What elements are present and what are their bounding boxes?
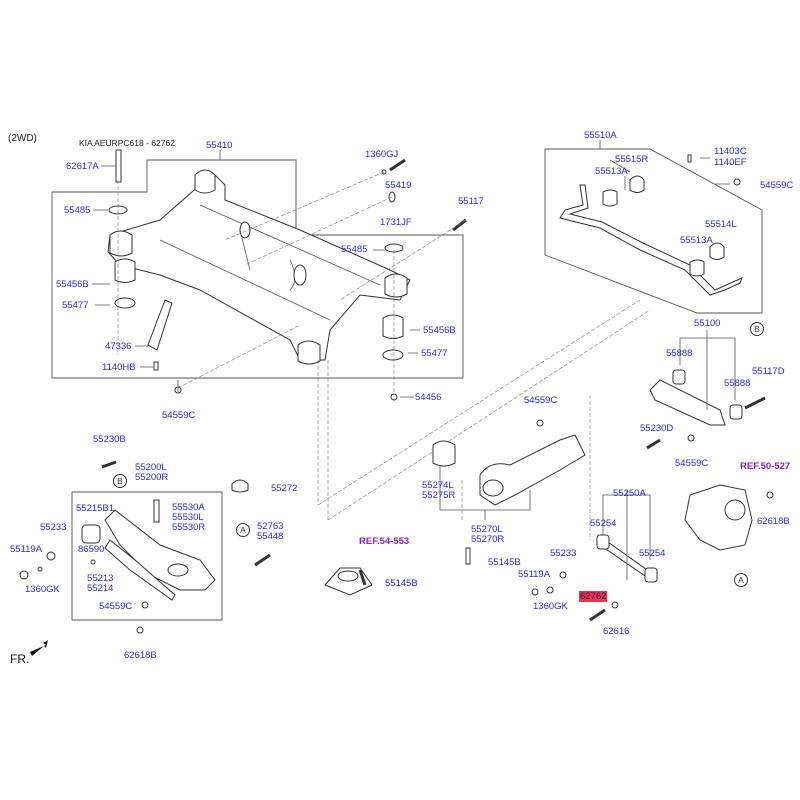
part-label-1360GK[interactable]: 1360GK	[25, 584, 60, 595]
part-label-55230D[interactable]: 55230D	[640, 423, 674, 434]
part-label-55456B[interactable]: 55456B	[56, 279, 89, 290]
part-label-55117D[interactable]: 55117D	[752, 366, 785, 377]
part-label-55274L[interactable]: 55274L	[422, 480, 454, 491]
front-direction-label: FR.	[10, 652, 30, 666]
part-label-55448[interactable]: 55448	[257, 531, 284, 542]
part-label-55513A[interactable]: 55513A	[595, 166, 628, 177]
part-label-55477[interactable]: 55477	[421, 348, 448, 359]
part-label-55230B[interactable]: 55230B	[93, 434, 126, 445]
highlighted-part-label-62762[interactable]: 62762	[579, 591, 608, 602]
part-label-55888[interactable]: 55888	[724, 378, 751, 389]
part-label-55214[interactable]: 55214	[87, 583, 114, 594]
part-label-54559C[interactable]: 54559C	[524, 395, 558, 406]
part-label-55250A[interactable]: 55250A	[613, 488, 646, 499]
ref-label-50-527[interactable]: REF.50-527	[740, 461, 791, 472]
part-label-55215B1[interactable]: 55215B1	[76, 503, 115, 514]
knuckle-ref	[684, 484, 774, 551]
part-label-55485[interactable]: 55485	[64, 205, 91, 216]
part-label-1731JF[interactable]: 1731JF	[380, 217, 412, 228]
part-label-1360GJ[interactable]: 1360GJ	[365, 149, 399, 160]
marker-a: A	[236, 523, 250, 537]
part-label-55213[interactable]: 55213	[87, 573, 114, 584]
variant-label: (2WD)	[8, 133, 37, 144]
part-label-55888[interactable]: 55888	[666, 348, 693, 359]
part-label-86590[interactable]: 86590	[78, 544, 105, 555]
part-label-1360GK[interactable]: 1360GK	[533, 601, 568, 612]
marker-b: B	[113, 474, 127, 488]
upper-control-arm	[646, 330, 766, 450]
part-label-55145B[interactable]: 55145B	[385, 578, 418, 589]
part-label-55272[interactable]: 55272	[271, 483, 298, 494]
part-label-62617A[interactable]: 62617A	[66, 161, 99, 172]
part-label-55419[interactable]: 55419	[385, 180, 412, 191]
marker-b: B	[750, 322, 764, 336]
part-label-55456B[interactable]: 55456B	[423, 325, 456, 336]
part-label-47336[interactable]: 47336	[105, 341, 132, 352]
part-label-55119A[interactable]: 55119A	[518, 569, 551, 580]
stabilizer-bar	[559, 154, 743, 296]
part-label-55270L[interactable]: 55270L	[471, 524, 503, 535]
part-label-1140EF[interactable]: 1140EF	[714, 157, 747, 168]
lower-link	[531, 490, 658, 622]
front-direction-arrow	[30, 640, 48, 656]
part-label-55485[interactable]: 55485	[341, 244, 368, 255]
part-label-55233[interactable]: 55233	[40, 522, 67, 533]
part-label-1140HB[interactable]: 1140HB	[102, 362, 136, 373]
subframe-fasteners	[108, 149, 467, 401]
part-label-55117[interactable]: 55117	[458, 196, 484, 207]
trailing-arm	[432, 419, 586, 565]
ref-label-54-553[interactable]: REF.54-553	[359, 536, 410, 547]
part-label-54559C[interactable]: 54559C	[99, 601, 133, 612]
crossmember-subframe	[107, 169, 411, 365]
part-label-55254[interactable]: 55254	[639, 548, 666, 559]
header-note: KIA AEURPC618 - 62762	[79, 138, 175, 148]
part-label-55100[interactable]: 55100	[694, 318, 721, 329]
part-label-55510A[interactable]: 55510A	[584, 130, 617, 141]
lower-control-arm	[19, 460, 271, 634]
part-label-55254[interactable]: 55254	[590, 518, 617, 529]
part-label-55530R[interactable]: 55530R	[172, 522, 206, 533]
part-label-52763[interactable]: 52763	[257, 521, 284, 532]
part-label-55270R[interactable]: 55270R	[471, 534, 505, 545]
part-label-55200R[interactable]: 55200R	[135, 472, 169, 483]
stabilizer-group-box	[544, 148, 763, 314]
bushing-ref	[324, 567, 373, 596]
part-label-55513A[interactable]: 55513A	[680, 235, 713, 246]
part-label-54559C[interactable]: 54559C	[760, 180, 794, 191]
part-label-55145B[interactable]: 55145B	[488, 557, 521, 568]
part-label-62618B[interactable]: 62618B	[757, 516, 790, 527]
part-label-55200L[interactable]: 55200L	[135, 462, 167, 473]
part-label-55515R[interactable]: 55515R	[615, 154, 649, 165]
part-label-54559C[interactable]: 54559C	[162, 410, 196, 421]
part-label-62618B[interactable]: 62618B	[124, 650, 157, 661]
part-label-54559C[interactable]: 54559C	[675, 458, 709, 469]
marker-a: A	[734, 573, 748, 587]
part-label-62616[interactable]: 62616	[603, 626, 630, 637]
part-label-55514L[interactable]: 55514L	[705, 219, 737, 230]
part-label-55233[interactable]: 55233	[550, 548, 577, 559]
subframe-group-box	[51, 159, 464, 379]
part-label-11403C[interactable]: 11403C	[714, 146, 747, 157]
lower-arm-group-box	[71, 491, 223, 621]
part-label-55275R[interactable]: 55275R	[422, 490, 456, 501]
part-label-54456[interactable]: 54456	[415, 392, 442, 403]
part-label-55530L[interactable]: 55530L	[172, 512, 204, 523]
part-label-55477[interactable]: 55477	[62, 300, 89, 311]
part-label-55530A[interactable]: 55530A	[172, 502, 205, 513]
part-label-55410[interactable]: 55410	[206, 140, 233, 151]
part-label-55119A[interactable]: 55119A	[10, 544, 43, 555]
